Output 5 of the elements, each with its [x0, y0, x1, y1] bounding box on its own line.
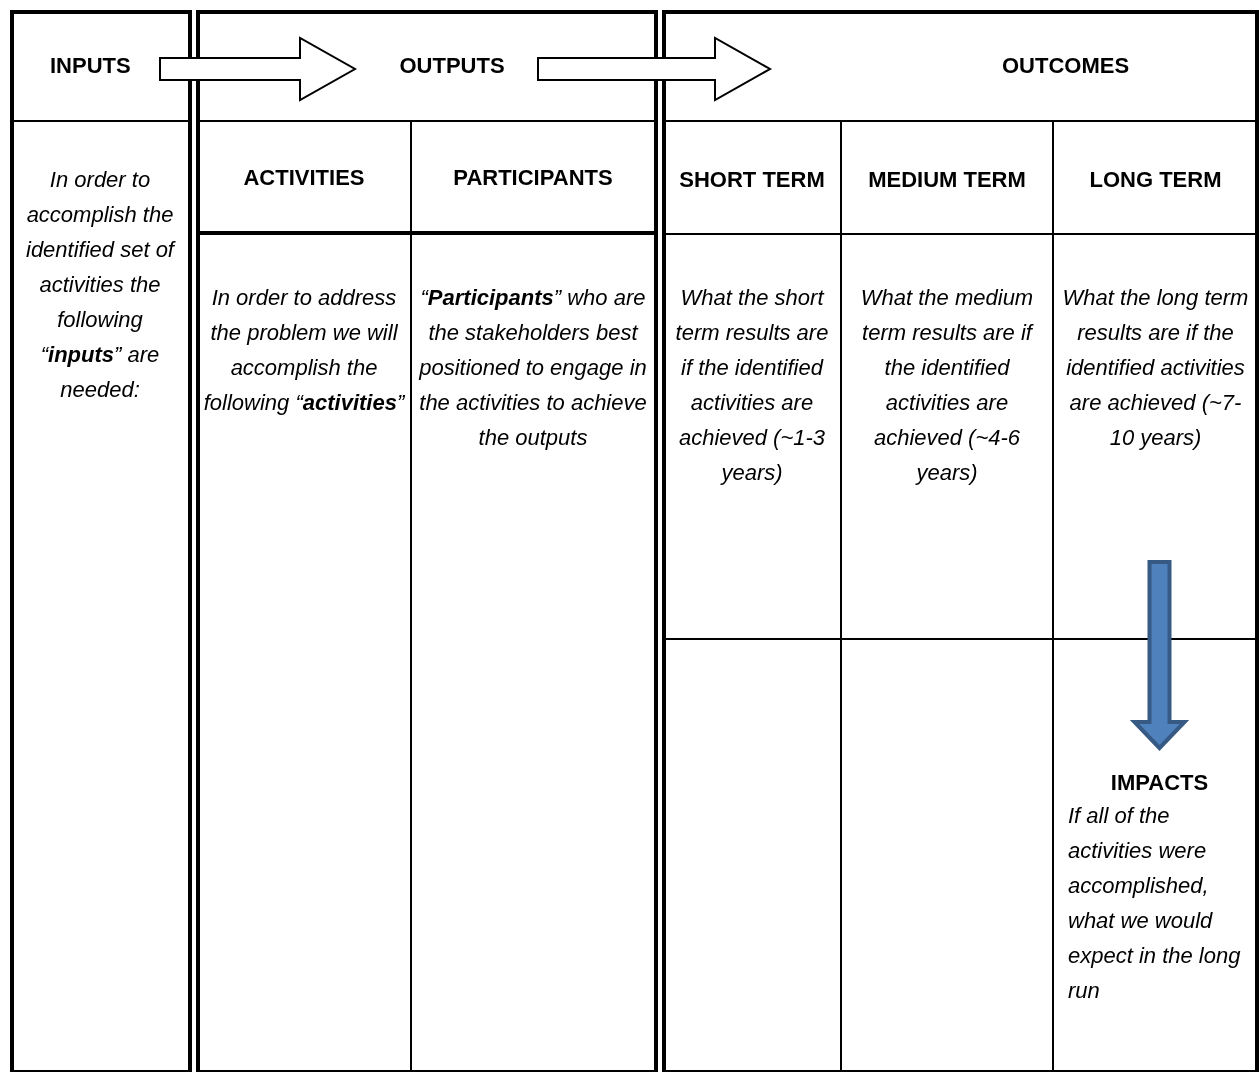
block-arrow — [1129, 560, 1190, 751]
impacts-text: If all of the activities were accomplished, what we would expect in the long run — [1068, 802, 1242, 1005]
block-arrow — [537, 36, 773, 102]
impacts-heading: IMPACTS — [1109, 769, 1210, 797]
block-arrow — [159, 36, 358, 102]
